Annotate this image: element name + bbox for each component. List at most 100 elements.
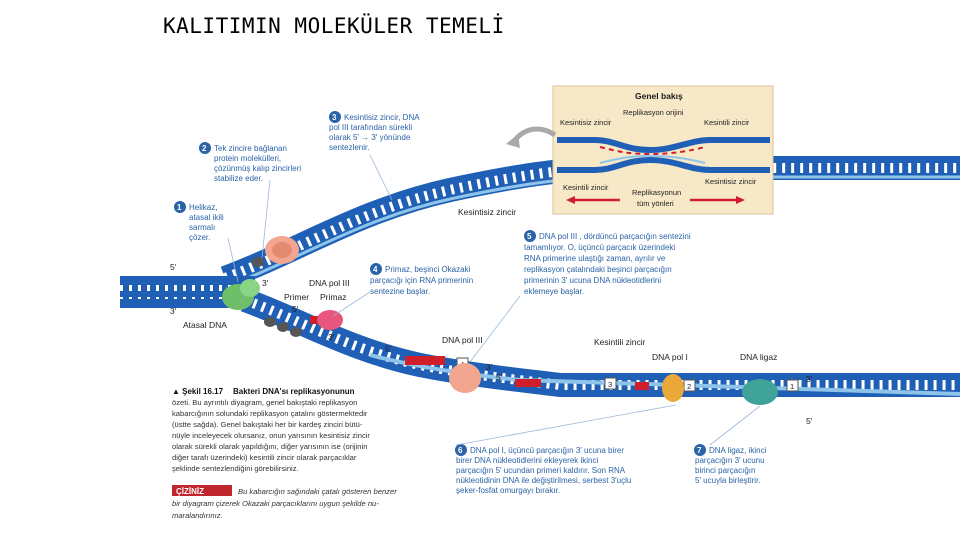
dna-pol-3-top-icon xyxy=(265,236,299,264)
note-line: primerinin 3′ ucuna DNA nükleotidlerini xyxy=(524,276,661,285)
inset-direction-label: Replikasyonun xyxy=(632,188,681,197)
note-line: Kesintisiz zincir, DNA xyxy=(344,113,420,122)
note-line: sentezine başlar. xyxy=(370,287,430,296)
fragment-number: 1 xyxy=(790,382,794,391)
inset-title: Genel bakış xyxy=(635,91,683,101)
inset-leading-br: Kesintisiz zincir xyxy=(705,177,757,186)
note-line: tamamlıyor. O, üçüncü parçacık üzerindek… xyxy=(524,243,675,252)
note-line: parçacığın 3′ ucunu xyxy=(695,456,765,465)
dna-pol-1-label: DNA pol I xyxy=(652,352,688,362)
note-line: stabilize eder. xyxy=(214,174,263,183)
draw-label: ÇİZİNİZ xyxy=(176,487,204,496)
strand-end-label: 5′ xyxy=(292,304,299,314)
rna-primer xyxy=(515,379,541,387)
strand-end-label: 3′ xyxy=(486,362,493,372)
fragment-number: 2 xyxy=(687,382,691,391)
caption-title: Bakteri DNA'sı replikasyonunun xyxy=(233,387,355,396)
strand-end-label: 5′ xyxy=(496,372,503,382)
note-2: 2 Tek zincire bağlanan protein molekülle… xyxy=(199,142,301,183)
note-line: DNA pol I, üçüncü parçacığın 3′ ucuna bi… xyxy=(470,446,624,455)
dna-ligase-icon xyxy=(742,379,778,405)
strand-end-label: 3′ xyxy=(328,332,335,342)
note-line: birer DNA nükleotidlerini ekleyerek ikin… xyxy=(456,456,599,465)
lagging-strand-label: Kesintili zincir xyxy=(594,337,646,347)
note-number: 4 xyxy=(373,265,378,274)
note-line: Helikaz, xyxy=(189,203,217,212)
note-3: 3 Kesintisiz zincir, DNA pol III tarafın… xyxy=(329,111,420,152)
inset-leading-tl: Kesintisiz zincir xyxy=(560,118,612,127)
caption-line: kabarcığının solundaki replikasyon çatal… xyxy=(172,409,368,418)
draw-line: Bu kabarcığın sağındaki çatalı gösteren … xyxy=(238,487,397,496)
note-line: sarmalı xyxy=(189,223,215,232)
caption-line: diğer tarafı üzerindeki) kesintili zinci… xyxy=(172,453,357,462)
note-line: şeker-fosfat omurgayı bırakır. xyxy=(456,486,560,495)
note-line: çözünmüş kalıp zincirleri xyxy=(214,164,301,173)
note-line: 5′ ucuyla birleştirir. xyxy=(695,476,761,485)
dna-pol-3-label: DNA pol III xyxy=(442,335,483,345)
dna-pol-1-icon xyxy=(662,374,684,402)
caption-line: şeklinde sentezlendiğini görebilirsiniz. xyxy=(172,464,299,473)
note-line: Primaz, beşinci Okazaki xyxy=(385,265,471,274)
strand-end-label: 5′ xyxy=(806,416,813,426)
note-line: parçacığı için RNA primerinin xyxy=(370,276,473,285)
note-5: 5 DNA pol III , dördüncü parçacığın sent… xyxy=(524,230,691,296)
draw-line: bir diyagram çizerek Okazaki parçacıklar… xyxy=(172,499,379,508)
leader-lines xyxy=(227,154,761,446)
note-1: 1 Helikaz, atasal ikili sarmalı çözer. xyxy=(174,201,224,242)
caption-line: özeti. Bu ayrıntılı diyagram, genel bakı… xyxy=(172,398,357,407)
note-line: protein molekülleri, xyxy=(214,154,281,163)
fragment-number: 3 xyxy=(608,380,612,389)
strand-end-label: 5′ xyxy=(385,344,392,354)
note-line: Tek zincire bağlanan xyxy=(214,144,287,153)
note-line: DNA pol III , dördüncü parçacığın sentez… xyxy=(539,232,691,241)
rna-primer xyxy=(405,356,445,365)
note-number: 3 xyxy=(332,113,337,122)
note-line: parçacığın 5′ ucundan primeri kaldırır. … xyxy=(456,466,626,475)
primase-label: Primaz xyxy=(320,292,346,302)
parental-duplex-rungs xyxy=(120,285,255,299)
inset-pointer-arrow xyxy=(513,126,557,142)
dna-pol-3-mid-icon xyxy=(449,363,481,393)
caption-line: nüyle inceleyecek olursanız, onun yarısı… xyxy=(172,431,370,440)
note-line: DNA ligaz, ikinci xyxy=(709,446,767,455)
strand-end-label: 3′ xyxy=(262,278,269,288)
note-line: replikasyon çatalındaki beşinci parçacığ… xyxy=(524,265,672,274)
note-line: eklemeye başlar. xyxy=(524,287,584,296)
note-line: birinci parçacığın xyxy=(695,466,755,475)
strand-end-label: 3′ xyxy=(170,306,177,316)
note-6: 6 DNA pol I, üçüncü parçacığın 3′ ucuna … xyxy=(455,444,631,495)
inset-direction-label: tüm yönleri xyxy=(637,199,674,208)
leading-strand-label: Kesintisiz zincir xyxy=(458,207,516,217)
note-line: çözer. xyxy=(189,233,210,242)
rna-primer xyxy=(635,382,649,390)
dna-pol-3-label: DNA pol III xyxy=(309,278,350,288)
strand-end-label: 3′ xyxy=(806,374,813,384)
draw-line: maralandırınız. xyxy=(172,511,223,520)
inset-lagging-tr: Kesintili zincir xyxy=(704,118,750,127)
note-line: nükleotidinin DNA ile değiştirilmesi, se… xyxy=(456,476,631,485)
note-line: RNA primerine ulaştığı zaman, ayrılır ve xyxy=(524,254,666,263)
note-number: 7 xyxy=(697,446,702,455)
primer-label: Primer xyxy=(284,292,309,302)
caption-line: olarak sürekli olarak yapıldığını, diğer… xyxy=(172,442,367,451)
figure-caption: ▲ Şekil 16.17 Bakteri DNA'sı replikasyon… xyxy=(172,387,397,520)
note-number: 6 xyxy=(458,446,463,455)
note-line: atasal ikili xyxy=(189,213,224,222)
dna-ligase-label: DNA ligaz xyxy=(740,352,777,362)
parental-dna-label: Atasal DNA xyxy=(183,320,227,330)
note-4: 4 Primaz, beşinci Okazaki parçacığı için… xyxy=(370,263,473,296)
note-line: olarak 5′ → 3′ yönünde xyxy=(329,133,411,142)
note-line: pol III tarafından sürekli xyxy=(329,123,412,132)
note-number: 1 xyxy=(177,203,182,212)
strand-end-label: 5′ xyxy=(170,262,177,272)
inset-origin-label: Replikasyon orijini xyxy=(623,108,684,117)
caption-line: (üstte sağda). Genel bakıştaki her bir k… xyxy=(172,420,363,429)
single-strand-binding-proteins-icon xyxy=(252,257,302,337)
note-line: sentezlenir. xyxy=(329,143,369,152)
overview-inset: Genel bakış Replikasyon orijini Kesintis… xyxy=(552,85,774,215)
helicase-icon xyxy=(222,279,260,310)
note-number: 5 xyxy=(527,232,532,241)
note-number: 2 xyxy=(202,144,207,153)
note-7: 7 DNA ligaz, ikinci parçacığın 3′ ucunu … xyxy=(694,444,767,485)
